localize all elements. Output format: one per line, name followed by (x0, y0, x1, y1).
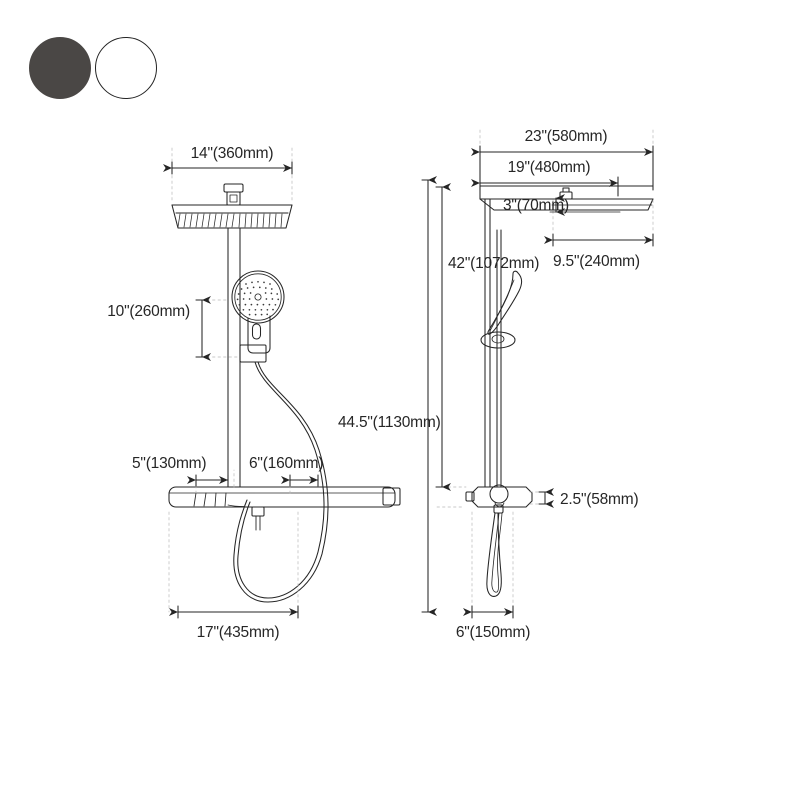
dim-arm-reach (471, 176, 619, 197)
dim-valve-depth (538, 488, 554, 508)
dim-overall-height (421, 176, 437, 616)
riser-pipe (227, 227, 241, 488)
hand-shower-side (480, 270, 523, 349)
dim-head-width (163, 161, 293, 175)
dim-head-depth (544, 233, 654, 247)
dim-label-head-width: 14"(360mm) (191, 145, 274, 162)
flexible-hose (233, 361, 329, 603)
rain-shower-head-side (479, 187, 654, 211)
dim-slide-travel (195, 296, 211, 361)
dim-label-arm-reach: 19"(480mm) (508, 159, 591, 176)
thermostatic-valve-body-side (465, 484, 533, 514)
dim-label-total-projection: 23"(580mm) (525, 128, 608, 145)
dim-label-head-depth: 9.5"(240mm) (553, 253, 640, 270)
dim-label-overall-height: 44.5"(1130mm) (338, 414, 441, 431)
thermostatic-valve-body (168, 486, 401, 531)
dim-label-base-depth: 6"(150mm) (456, 624, 530, 641)
dim-label-slide-travel: 10"(260mm) (107, 303, 190, 320)
white-swatch[interactable] (95, 37, 157, 99)
side-elevation: 23"(580mm) 19"(480mm) 3"(70mm) (338, 127, 654, 641)
dim-riser-to-head (435, 183, 451, 491)
dim-label-head-thickness: 3"(70mm) (503, 197, 569, 214)
flexible-hose-side (486, 512, 503, 597)
riser-pipe-side (484, 198, 502, 488)
dim-base-depth (463, 605, 514, 619)
front-elevation: 14"(360mm) 10"(260mm) 5"(130mm) (107, 144, 401, 641)
dim-label-valve-right-offset: 6"(160mm) (249, 455, 323, 472)
hand-shower-bracket (239, 344, 267, 363)
dim-head-thickness (549, 194, 621, 216)
dim-label-valve-body-width: 17"(435mm) (197, 624, 280, 641)
hand-shower (231, 270, 285, 354)
dim-label-valve-depth: 2.5"(58mm) (560, 491, 638, 508)
dim-valve-body-width (169, 605, 299, 619)
rain-shower-head (171, 204, 293, 229)
head-connector (223, 183, 244, 206)
dim-label-valve-left-offset: 5"(130mm) (132, 455, 206, 472)
valve-lever-controls[interactable] (193, 492, 227, 507)
dim-label-riser-to-head: 42"(1072mm) (448, 255, 539, 272)
hand-shower-holder (480, 331, 516, 349)
dim-valve-right-offset (281, 474, 319, 487)
dark-gray-swatch[interactable] (29, 37, 91, 99)
dim-valve-left-offset (187, 474, 229, 487)
